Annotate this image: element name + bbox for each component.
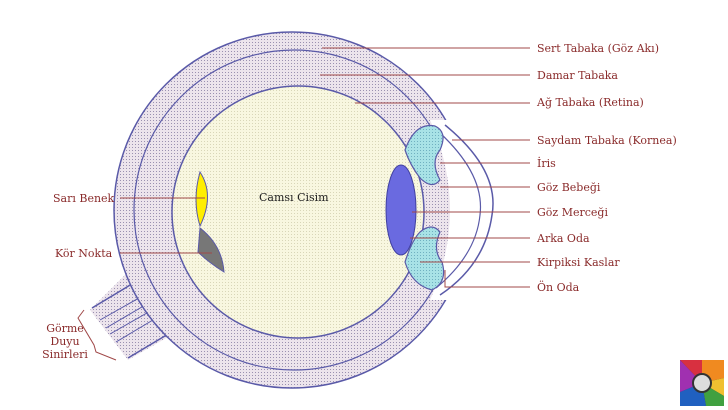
yellow-spot — [195, 170, 208, 228]
nerve-line-1: Görme — [46, 322, 84, 335]
nerve-line-2: Duyu — [50, 335, 80, 348]
label-anterior-chamber: Ön Oda — [537, 281, 580, 294]
label-retina: Ağ Tabaka (Retina) — [537, 96, 644, 109]
label-pupil: Göz Bebeği — [537, 181, 601, 194]
label-lens: Göz Merceği — [537, 206, 608, 219]
label-yellow-spot: Sarı Benek — [53, 192, 115, 205]
lens — [385, 164, 417, 256]
label-ciliary-muscles: Kirpiksi Kaslar — [537, 256, 620, 269]
nerve-line-3: Sinirleri — [42, 348, 88, 361]
label-choroid: Damar Tabaka — [537, 69, 618, 82]
label-posterior-chamber: Arka Oda — [537, 232, 590, 245]
cornea — [439, 124, 494, 296]
label-vitreous: Camsı Cisim — [259, 191, 329, 204]
iris-upper — [404, 124, 444, 186]
blind-spot — [197, 227, 225, 273]
leader-lines — [77, 47, 530, 361]
label-iris: İris — [537, 157, 556, 170]
label-optic-nerve: Görme Duyu Sinirleri — [40, 322, 90, 361]
site-logo-icon — [680, 360, 724, 406]
label-cornea: Saydam Tabaka (Kornea) — [537, 134, 677, 147]
label-sclera: Sert Tabaka (Göz Akı) — [537, 42, 659, 55]
iris-lower — [404, 226, 445, 291]
label-blind-spot: Kör Nokta — [55, 247, 113, 260]
